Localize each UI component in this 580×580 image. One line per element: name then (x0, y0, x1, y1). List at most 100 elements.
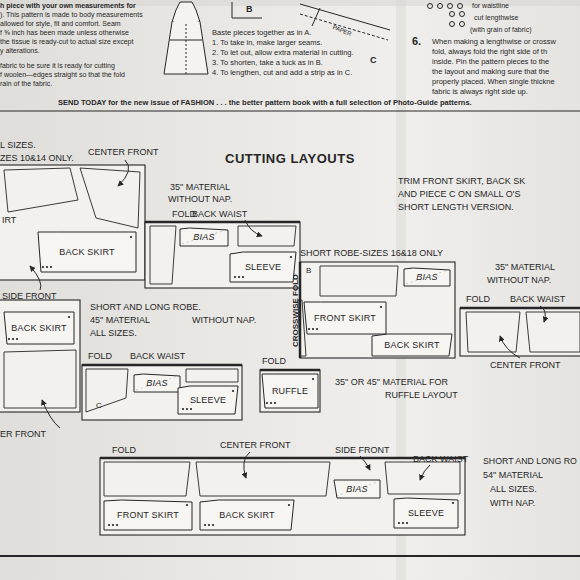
notch-dot (308, 328, 310, 330)
layout-label: RUFFLE LAYOUT (385, 391, 458, 400)
layout-label: 35" OR 45" MATERIAL FOR (335, 378, 448, 387)
notch-dot (266, 402, 268, 404)
pattern-piece: RUFFLE (262, 374, 318, 408)
piece-name: BACK SKIRT (219, 510, 274, 520)
instruction-text: allowed for style, fit and comfort. Seam (0, 20, 121, 27)
layout-label: WITHOUT NAP. (192, 316, 256, 325)
layout-label: FOLD (262, 357, 286, 366)
instruction-text: SEND TODAY for the new issue of FASHION … (58, 99, 472, 107)
instruction-text: for waistline (472, 2, 509, 9)
piece-name: BACK SKIRT (59, 247, 114, 257)
notch-dot (182, 408, 184, 410)
layout-label: 54" MATERIAL (483, 471, 543, 480)
instruction-text: cut lengthwise (474, 14, 518, 21)
instruction-text: 4. To lengthen, cut and add a strip as i… (212, 69, 352, 77)
piece-border (104, 500, 192, 530)
pattern-piece: FRONT SKIRT (304, 302, 386, 334)
instruction-text: fabric is always right side up. (432, 88, 528, 96)
pattern-piece: BACK SKIRT (38, 232, 136, 272)
layout-label: ALL SIZES. (90, 329, 137, 338)
rule-line (0, 555, 580, 557)
instruction-text: PAPER (332, 24, 353, 37)
piece-name: BIAS (146, 378, 167, 388)
instruction-text: the tissue is ready-cut to actual size e… (0, 38, 133, 45)
instruction-text: f woolen—edges straight so that the fold (0, 71, 125, 78)
grain-symbols (428, 4, 465, 27)
piece-name: SLEEVE (190, 395, 226, 405)
bias-line (406, 270, 448, 284)
notch-dot (16, 338, 18, 340)
layout-label: CENTER FRONT (88, 148, 159, 157)
layout-label: CENTER FRONT (490, 361, 561, 370)
pattern-piece: BACK SKIRT (4, 312, 74, 344)
instruction-text: (with grain of fabric) (470, 26, 531, 33)
notch-dot (112, 524, 114, 526)
piece-border (38, 232, 136, 272)
notch-dot (68, 316, 70, 318)
layout-label: IRT (2, 216, 16, 225)
instruction-text: properly placed. When single thickne (432, 78, 555, 86)
layout-label: L SIZES. (0, 141, 36, 150)
piece-name: FRONT SKIRT (314, 313, 376, 323)
pattern-piece: SLEEVE (230, 252, 296, 282)
layout-label: 35" MATERIAL (170, 183, 230, 192)
notch-dot (190, 408, 192, 410)
layout-label: C (96, 402, 102, 410)
fold-edge (82, 222, 580, 458)
instruction-text: rain of the fabric. (0, 80, 52, 87)
notch-dot (108, 524, 110, 526)
instruction-text: the layout and making sure that the (432, 68, 549, 76)
layout-label: BACK WAIST (192, 210, 247, 219)
notch-dot (208, 524, 210, 526)
piece-border (304, 302, 386, 334)
notch-dot (186, 504, 188, 506)
dress-figure (164, 2, 208, 74)
piece-name: BACK SKIRT (11, 323, 66, 333)
pattern-piece: BIAS (334, 480, 380, 498)
piece-border (394, 498, 458, 528)
bias-line (136, 376, 178, 390)
instruction-text: fabric to be sure it is ready for cuttin… (0, 62, 115, 69)
piece-name: SLEEVE (245, 262, 281, 272)
bias-line (182, 230, 226, 244)
layout-label: FOLD (466, 295, 490, 304)
instruction-text: C (370, 56, 377, 65)
instruction-text: 2. To let out, allow extra material in c… (212, 49, 354, 57)
piece-name: BIAS (346, 484, 367, 494)
piece-border (180, 228, 228, 246)
instruction-text: ). This pattern is made to body measurem… (0, 11, 143, 18)
pattern-piece: BIAS (180, 228, 228, 246)
notch-dot (398, 522, 400, 524)
layout-label: CROSSWISE FOLD (292, 274, 300, 347)
layout-label: FOLD (112, 446, 136, 455)
layout-label: ALL SIZES. (490, 485, 537, 494)
layout-label: SIDE FRONT (335, 446, 390, 455)
instruction-text: f ⅝ inch has been made unless otherwise (0, 29, 129, 36)
leader-arrow (30, 160, 545, 480)
notch-dot (242, 276, 244, 278)
layout-label: ER FRONT (0, 430, 46, 439)
instruction-text: h piece with your own measurements for (0, 2, 136, 9)
piece-name: BIAS (416, 272, 437, 282)
pattern-piece: SLEEVE (178, 386, 238, 414)
pattern-piece (4, 168, 580, 496)
instruction-text: inside. Pin the pattern pieces to the (432, 58, 549, 66)
notch-dot (234, 276, 236, 278)
layout-label: WITHOUT NAP. (168, 195, 232, 204)
layout-label: SHORT AND LONG RO (483, 457, 577, 466)
notch-dot (312, 378, 314, 380)
pattern-piece: SLEEVE (394, 498, 458, 528)
instruction-text: fold, always fold the right side of th (432, 48, 547, 56)
notch-dot (12, 338, 14, 340)
pattern-piece: BACK SKIRT (372, 334, 452, 356)
fabric-layout (0, 165, 580, 535)
notch-dot (50, 266, 52, 268)
layout-label: BACK WAIST (413, 455, 468, 464)
layout-label: ZES 10&14 ONLY. (0, 154, 74, 163)
piece-border (262, 374, 318, 408)
layout-label: CENTER FRONT (220, 441, 291, 450)
layout-label: FOLD (88, 352, 112, 361)
notch-dot (42, 266, 44, 268)
piece-border (200, 500, 294, 530)
layout-label: SIDE FRONT (2, 292, 57, 301)
